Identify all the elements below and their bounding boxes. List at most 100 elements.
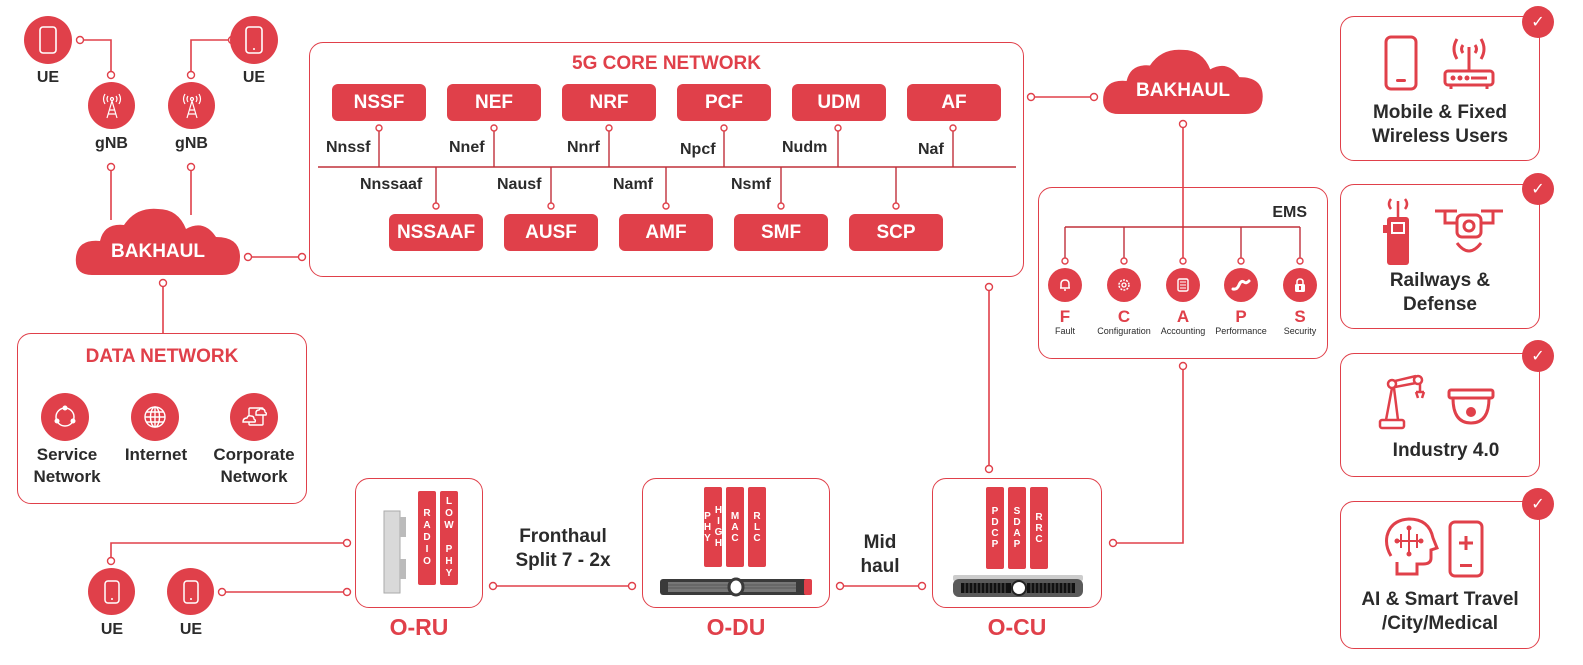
odu-label: O-DU xyxy=(706,614,766,640)
interface-label: Nausf xyxy=(497,176,542,193)
ue-top-right[interactable] xyxy=(230,16,278,64)
core-network-title: 5G CORE NETWORK xyxy=(572,53,761,74)
security-camera-icon xyxy=(1447,388,1495,425)
data-network-title: DATA NETWORK xyxy=(85,346,239,367)
ems-configuration-node[interactable] xyxy=(1107,268,1141,302)
ems-letter: S xyxy=(1294,307,1306,326)
use-case-title: Railways &Defense xyxy=(1389,270,1491,315)
gnb-node[interactable] xyxy=(88,82,135,129)
interface-label: Nudm xyxy=(782,139,828,156)
globe-icon xyxy=(144,406,166,428)
interface-label: Namf xyxy=(613,176,654,193)
server-rack-icon xyxy=(953,575,1083,597)
ue-top-left[interactable] xyxy=(24,16,72,64)
ue-label: UE xyxy=(100,621,124,638)
ems-letter: F xyxy=(1059,307,1071,326)
ems-performance-node[interactable] xyxy=(1224,268,1258,302)
ue-label: UE xyxy=(242,69,266,86)
ocu-box[interactable]: PDCP SDAP RRC xyxy=(932,478,1102,608)
layer-high-phy: HIGH PHY xyxy=(702,487,724,567)
use-case-title: Industry 4.0 xyxy=(1392,440,1500,461)
smartphone-icon xyxy=(103,579,120,604)
smartphone-icon xyxy=(1384,35,1418,91)
nf-smf[interactable]: SMF xyxy=(734,214,828,251)
corporate-network-node[interactable] xyxy=(230,393,278,441)
nf-nssaaf[interactable]: NSSAAF xyxy=(389,214,483,251)
use-case-card[interactable]: Railways &Defense xyxy=(1340,184,1540,329)
ue-bottom-right[interactable] xyxy=(167,568,214,615)
check-icon: ✓ xyxy=(1522,173,1554,205)
internet-label: Internet xyxy=(124,445,188,464)
ems-accounting-node[interactable] xyxy=(1166,268,1200,302)
lock-icon xyxy=(1295,278,1305,292)
radio-unit-device-icon xyxy=(383,510,406,594)
robot-arm-icon xyxy=(1378,374,1426,430)
ue-label: UE xyxy=(179,621,203,638)
ems-word: Fault xyxy=(1054,326,1075,336)
backhaul-label: BAKHAUL xyxy=(1136,80,1230,101)
check-icon: ✓ xyxy=(1522,488,1554,520)
core-network-panel: 5G CORE NETWORK xyxy=(309,42,1024,277)
backhaul-label: BAKHAUL xyxy=(111,241,205,262)
use-case-card[interactable]: AI & Smart Travel/City/Medical xyxy=(1340,501,1540,649)
cloud-icon xyxy=(1103,49,1263,115)
use-case-card[interactable]: Industry 4.0 xyxy=(1340,353,1540,477)
ems-title: EMS xyxy=(1272,204,1307,221)
ems-word: Security xyxy=(1283,326,1317,336)
ems-fault-node[interactable] xyxy=(1048,268,1082,302)
interface-label: Nnrf xyxy=(567,139,600,156)
ue-bottom-left[interactable] xyxy=(88,568,135,615)
ai-head-icon xyxy=(1385,517,1439,576)
ue-label: UE xyxy=(36,69,60,86)
corporate-cloud-icon xyxy=(242,407,268,426)
layer-rrc: RRC xyxy=(1030,487,1048,569)
layer-radio: RADIO xyxy=(418,491,436,585)
smartphone-icon xyxy=(39,26,57,54)
wifi-router-icon xyxy=(1443,38,1495,89)
interface-label: Npcf xyxy=(680,141,716,158)
nf-nrf[interactable]: NRF xyxy=(562,84,656,121)
smartphone-icon xyxy=(182,579,199,604)
nf-af[interactable]: AF xyxy=(907,84,1001,121)
gnb-node[interactable] xyxy=(168,82,215,129)
layer-mac: MAC xyxy=(726,487,744,567)
interface-label: Nnef xyxy=(449,139,485,156)
nf-scp[interactable]: SCP xyxy=(849,214,943,251)
ems-security-node[interactable] xyxy=(1283,268,1317,302)
odu-box[interactable]: HIGH PHY MAC RLC xyxy=(642,478,830,608)
ems-panel: EMS xyxy=(1038,187,1328,359)
nf-udm[interactable]: UDM xyxy=(792,84,886,121)
cell-tower-icon xyxy=(182,93,201,118)
check-icon: ✓ xyxy=(1522,6,1554,38)
gnb-label: gNB xyxy=(95,135,128,152)
nf-amf[interactable]: AMF xyxy=(619,214,713,251)
backhaul-cloud-left[interactable]: BAKHAUL xyxy=(74,205,242,277)
layer-sdap: SDAP xyxy=(1008,487,1026,569)
drone-icon xyxy=(1435,209,1503,253)
gnb-label: gNB xyxy=(175,135,208,152)
nf-nef[interactable]: NEF xyxy=(447,84,541,121)
interface-label: Nnssaaf xyxy=(360,176,423,193)
ems-word: Accounting xyxy=(1160,326,1206,336)
service-network-node[interactable] xyxy=(41,393,89,441)
service-network-icon xyxy=(54,405,76,427)
oru-box[interactable]: RADIO LOW PHY xyxy=(355,478,483,608)
layer-rlc: RLC xyxy=(748,487,766,567)
backhaul-cloud-right[interactable]: BAKHAUL xyxy=(1100,46,1266,116)
internet-node[interactable] xyxy=(131,393,179,441)
oru-label: O-RU xyxy=(389,614,449,640)
nf-nssf[interactable]: NSSF xyxy=(332,84,426,121)
smartphone-icon xyxy=(245,26,263,54)
nf-pcf[interactable]: PCF xyxy=(677,84,771,121)
server-rack-icon xyxy=(660,577,812,597)
ledger-icon xyxy=(1177,278,1189,292)
nf-ausf[interactable]: AUSF xyxy=(504,214,598,251)
ems-letter: A xyxy=(1176,307,1190,326)
ems-letter: C xyxy=(1117,307,1131,326)
